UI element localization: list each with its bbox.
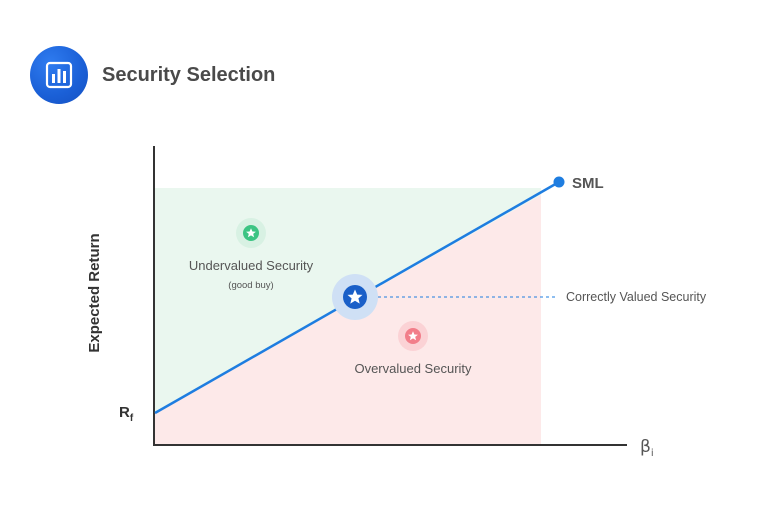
y-axis-label: Expected Return <box>86 233 103 352</box>
rf-label: Rf <box>119 404 134 424</box>
beta-subscript: i <box>651 448 654 459</box>
header: Security Selection <box>30 46 275 104</box>
star-icon <box>347 289 363 304</box>
x-axis-label: βi <box>640 437 654 459</box>
rf-subscript: f <box>130 413 134 424</box>
overvalued-region <box>155 195 541 445</box>
bar-chart-icon <box>30 46 88 104</box>
undervalued-label: Undervalued Security <box>189 258 314 273</box>
sml-endpoint <box>553 176 565 188</box>
undervalued-sublabel: (good buy) <box>228 280 273 291</box>
overvalued-label: Overvalued Security <box>354 361 472 376</box>
sml-label: SML <box>572 175 604 192</box>
rf-main: R <box>119 404 130 421</box>
page-title: Security Selection <box>102 63 276 86</box>
star-icon <box>408 331 418 341</box>
correct-label: Correctly Valued Security <box>566 290 707 304</box>
star-icon <box>246 228 256 238</box>
beta-main: β <box>640 437 651 457</box>
